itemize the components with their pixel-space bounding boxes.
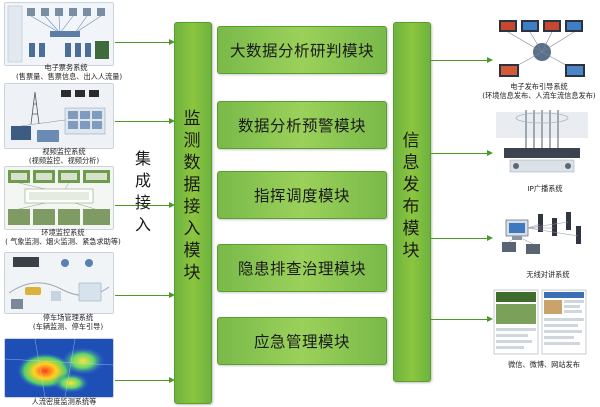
connector-parking: [115, 291, 175, 298]
crowd-density-map-image: [4, 338, 114, 398]
info-publish-label: 信息发布模块: [402, 131, 420, 261]
parking-title: 停车场管理系统: [42, 313, 94, 322]
environment-system-image: [4, 166, 114, 230]
connector-ip-broadcast: [431, 149, 493, 156]
web-title: 微信、微博、网站发布: [508, 360, 580, 369]
screen-guidance-image: [497, 18, 587, 80]
connector-ticketing: [115, 38, 175, 45]
intercom-title: 无线对讲系统: [526, 270, 570, 279]
ip-broadcast-title: IP广播系统: [527, 184, 563, 193]
parking-system-image: [4, 252, 114, 314]
environment-title: 环境监控系统: [41, 228, 85, 237]
video-caption: 视频监控系统 (视频监控、视频分析): [14, 147, 114, 165]
parking-desc: (车辆监测、停车引导): [32, 322, 104, 331]
module-big-data-analysis: 大数据分析研判模块: [217, 26, 387, 74]
connector-video: [115, 117, 175, 124]
connector-intercom: [431, 234, 493, 241]
connector-environment: [115, 201, 175, 208]
parking-caption: 停车场管理系统 (车辆监测、停车引导): [18, 313, 118, 331]
ticketing-title: 电子票务系统: [44, 63, 88, 72]
intercom-image: [498, 206, 588, 258]
screen-title: 电子发布引导系统: [510, 82, 568, 91]
environment-desc: ( 气象监测、烟火监测、紧急求助等): [5, 237, 121, 246]
crowd-title: 人流密度监测系统等: [31, 397, 97, 406]
ticketing-desc: (售票量、售票信息、出入人流量): [16, 72, 123, 81]
ip-broadcast-caption: IP广播系统: [500, 184, 590, 193]
connector-web: [431, 315, 493, 322]
ip-broadcast-image: [496, 108, 588, 178]
web-publishing-image: [492, 288, 588, 358]
video-system-image: [4, 83, 114, 149]
web-caption: 微信、微博、网站发布: [496, 360, 592, 369]
module-command-dispatch: 指挥调度模块: [217, 171, 387, 219]
screen-desc: (环境信息发布、人流车流信息发布): [482, 91, 596, 100]
connector-screen: [431, 56, 493, 63]
connector-crowd: [115, 376, 175, 383]
module-early-warning: 数据分析预警模块: [217, 101, 387, 149]
ticketing-caption: 电子票务系统 (售票量、售票信息、出入人流量): [16, 63, 123, 81]
video-title: 视频监控系统: [42, 147, 86, 156]
intercom-caption: 无线对讲系统: [503, 270, 593, 279]
crowd-caption: 人流密度监测系统等: [14, 397, 114, 406]
info-publish-bar: [393, 22, 431, 382]
environment-caption: 环境监控系统 ( 气象监测、烟火监测、紧急求助等): [4, 228, 122, 246]
ticketing-system-image: [4, 2, 114, 66]
screen-caption: 电子发布引导系统 (环境信息发布、人流车流信息发布): [480, 82, 598, 100]
module-emergency-management: 应急管理模块: [217, 317, 387, 365]
module-hazard-inspection: 隐患排查治理模块: [217, 244, 387, 292]
monitor-data-access-label: 监测数据接入模块: [183, 109, 201, 283]
video-desc: (视频监控、视频分析): [28, 156, 100, 165]
monitor-data-access-bar: [174, 22, 212, 404]
integration-label: 集成接入: [134, 149, 151, 234]
